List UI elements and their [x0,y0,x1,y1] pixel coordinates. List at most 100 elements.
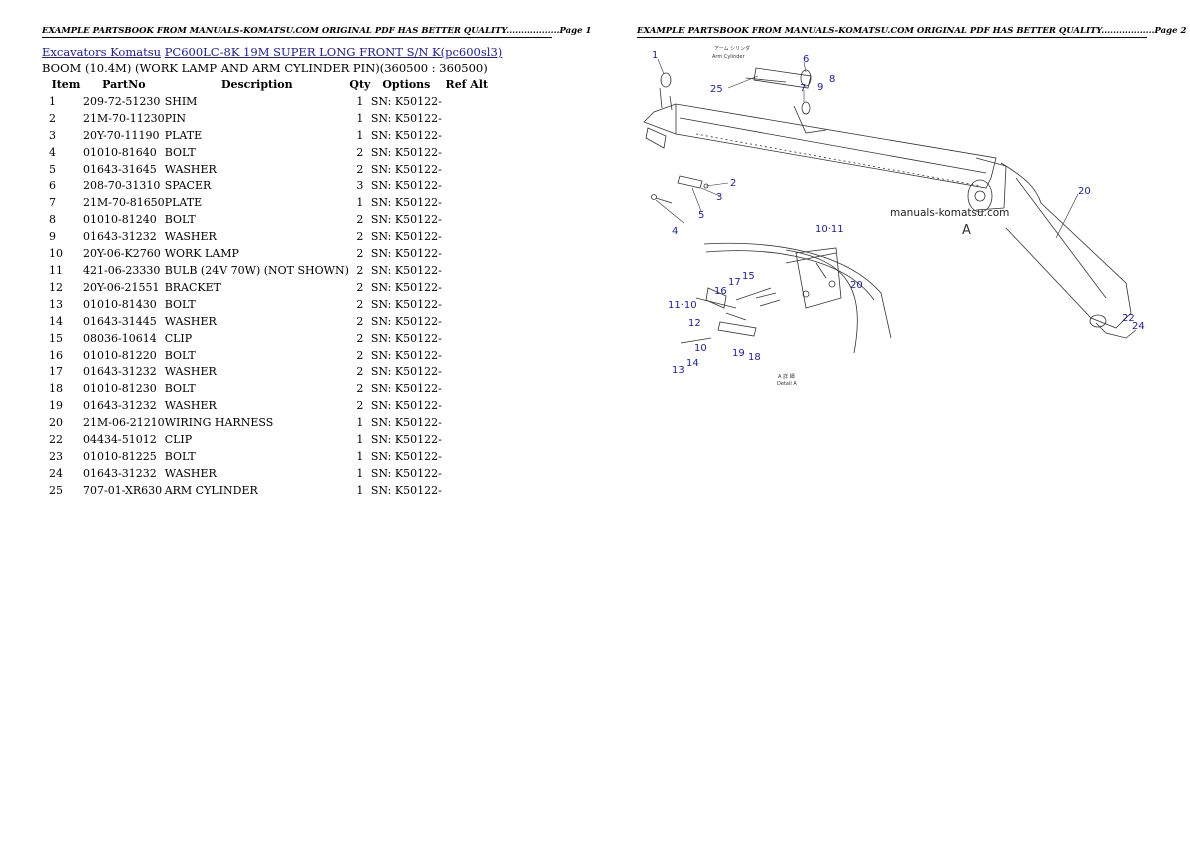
fine-print-arm-cylinder: Arm Cylinder [712,54,745,60]
cell-description: SHIM [164,94,198,108]
cell-ref-alt [442,314,492,331]
callout-label: 11·10 [668,300,697,311]
cell-qty: 2 [356,263,364,277]
cell-ref-alt [442,195,492,212]
cell-partno: 208-70-31310 [83,179,161,193]
breadcrumb-link-model[interactable]: PC600LC-8K 19M SUPER LONG FRONT S/N K(pc… [164,45,503,59]
cell-partno: 21M-06-21210 [83,416,165,430]
fine-print-detail-jp: A 詳 細 [778,373,795,380]
section-subtitle: BOOM (10.4M) (WORK LAMP AND ARM CYLINDER… [42,61,488,75]
cell-ref-alt [442,381,492,398]
cell-description: WORK LAMP [164,247,239,261]
cell-partno: 01010-81240 [83,213,157,227]
cell-item: 25 [49,483,63,497]
cell-ref-alt [442,212,492,229]
cell-options: SN: K50122- [370,331,442,345]
cell-partno: 01010-81225 [83,449,157,463]
column-header-item: Item [51,78,81,91]
cell-item: 11 [49,263,63,277]
cell-qty: 2 [356,247,364,261]
cell-ref-alt [442,331,492,348]
cell-partno: 21M-70-11230 [83,111,165,125]
cell-options: SN: K50122- [370,280,442,294]
cell-ref-alt [442,483,492,500]
parts-table: Item PartNo Description Qty Options Ref … [44,77,492,500]
cell-ref-alt [442,162,492,179]
cell-options: SN: K50122- [370,179,442,193]
cell-options: SN: K50122- [370,230,442,244]
cell-ref-alt [442,178,492,195]
cell-ref-alt [442,229,492,246]
cell-qty: 2 [356,297,364,311]
cell-options: SN: K50122- [370,196,442,210]
cell-item: 17 [49,365,63,379]
diagram-watermark: manuals-komatsu.com [890,207,1009,219]
cell-item: 23 [49,449,63,463]
cell-partno: 20Y-70-11190 [83,128,160,142]
cell-partno: 209-72-51230 [83,94,161,108]
leader-lines [655,58,1079,239]
column-header-description: Description [220,78,293,91]
cell-qty: 1 [356,449,364,463]
cell-ref-alt [442,128,492,145]
cell-item: 4 [49,145,56,159]
cell-qty: 1 [356,483,364,497]
cell-options: SN: K50122- [370,263,442,277]
cell-options: SN: K50122- [370,449,442,463]
breadcrumb-link-excavators[interactable]: Excavators Komatsu [42,45,162,59]
breadcrumb: Excavators Komatsu PC600LC-8K 19M SUPER … [42,45,502,59]
callout-label: 24 [1132,321,1145,332]
cell-description: ARM CYLINDER [164,483,258,497]
cell-ref-alt [442,280,492,297]
cell-description: PLATE [164,196,203,210]
column-header-options: Options [382,78,431,91]
cell-qty: 1 [356,94,364,108]
cell-options: SN: K50122- [370,382,442,396]
cell-ref-alt [442,364,492,381]
callout-label: 1 [652,50,658,61]
callout-label: 3 [716,192,722,203]
cell-item: 2 [49,111,56,125]
cell-item: 3 [49,128,56,142]
column-header-ref-alt: Ref Alt [445,78,489,91]
callout-label: 17 [728,277,741,288]
cell-description: WASHER [164,399,217,413]
cell-item: 14 [49,314,63,328]
cell-description: WASHER [164,230,217,244]
cell-item: 7 [49,196,56,210]
cell-partno: 01643-31232 [83,230,157,244]
cell-qty: 2 [356,145,364,159]
cell-qty: 2 [356,348,364,362]
cell-description: WIRING HARNESS [164,416,274,430]
cell-options: SN: K50122- [370,466,442,480]
cell-options: SN: K50122- [370,162,442,176]
cell-ref-alt [442,415,492,432]
cell-options: SN: K50122- [370,247,442,261]
cell-options: SN: K50122- [370,348,442,362]
cell-partno: 01643-31232 [83,466,157,480]
cell-qty: 2 [356,365,364,379]
cell-qty: 2 [356,213,364,227]
callout-label: 10·11 [815,224,844,235]
cell-description: WASHER [164,314,217,328]
cell-qty: 1 [356,128,364,142]
cell-description: BOLT [164,213,196,227]
page-1-header: EXAMPLE PARTSBOOK FROM MANUALS-KOMATSU.C… [42,26,592,38]
cell-partno: 08036-10614 [83,331,157,345]
cell-description: WASHER [164,162,217,176]
callout-label: 19 [732,348,745,359]
cell-item: 19 [49,399,63,413]
callout-label: 4 [672,226,678,237]
cell-description: WASHER [164,466,217,480]
cell-qty: 3 [356,179,364,193]
cell-item: 10 [49,247,63,261]
cell-qty: 2 [356,280,364,294]
